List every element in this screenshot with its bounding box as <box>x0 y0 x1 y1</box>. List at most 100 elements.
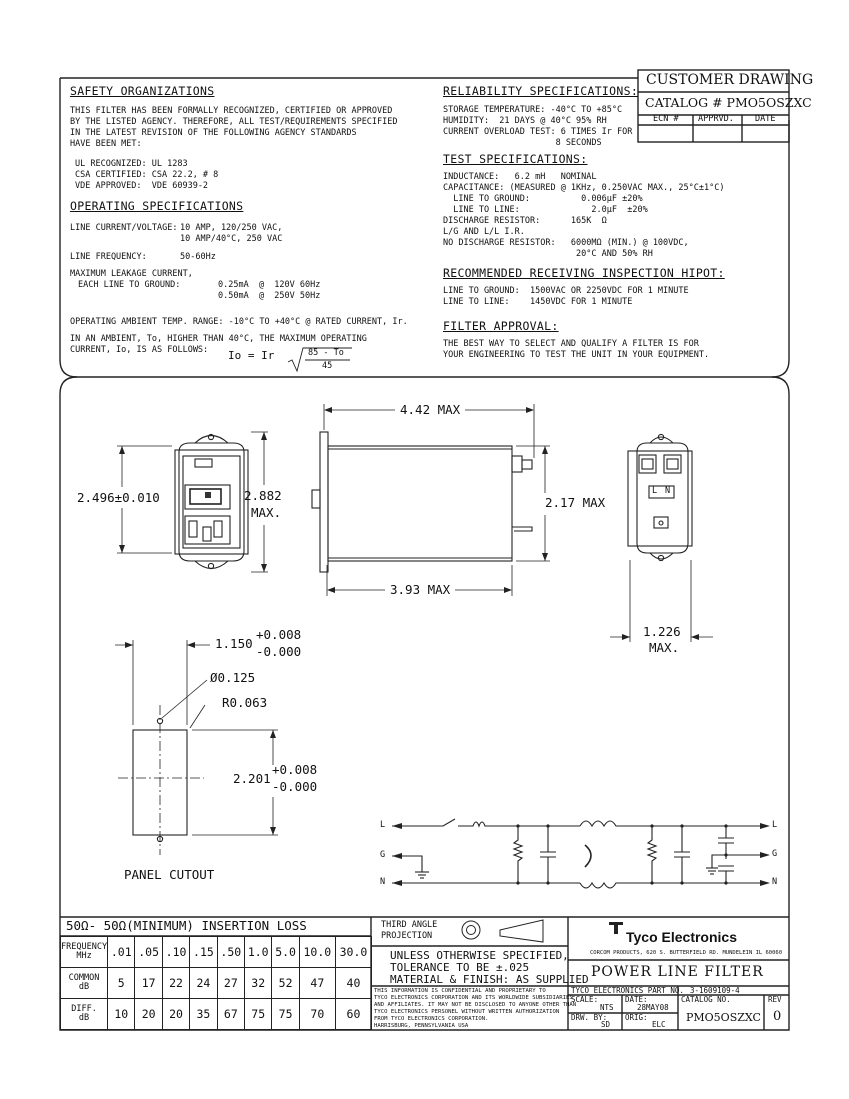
leakage-value-1: 0.25mA @ 120V 60Hz <box>218 280 321 290</box>
freq-cell: .05 <box>134 936 163 968</box>
test-line-6: L/G AND L/L I.R. <box>443 227 525 237</box>
apprvd-label: APPRVD. <box>698 114 734 124</box>
agency-csa: CSA CERTIFIED: CSA 22.2, # 8 <box>75 170 219 180</box>
drawn-by-value: SD <box>601 1020 611 1029</box>
freq-cell: .15 <box>189 936 218 968</box>
hipot-line-2: LINE TO LINE: 1450VDC FOR 1 MINUTE <box>443 297 633 307</box>
freq-cell: 1.0 <box>244 936 273 968</box>
test-line-5: DISCHARGE RESISTOR: 165K Ω <box>443 216 607 226</box>
front-view <box>174 433 249 570</box>
reliability-line-2: HUMIDITY: 21 DAYS @ 40°C 95% RH <box>443 116 607 126</box>
insertion-loss-title: 50Ω- 50Ω(MINIMUM) INSERTION LOSS <box>66 918 307 933</box>
reliability-heading: RELIABILITY SPECIFICATIONS: <box>443 84 639 98</box>
drawn-by-label: DRW. BY: <box>571 1013 608 1022</box>
schematic-n-out: N <box>772 877 778 887</box>
third-angle-symbol-icon <box>461 919 544 943</box>
dim-inner-height-max: MAX. <box>251 505 282 520</box>
catalog-field-label: CATALOG NO. <box>681 995 731 1004</box>
company-name: Tyco Electronics <box>626 929 738 945</box>
dim-cutout-height-tol-plus: +0.008 <box>272 762 318 777</box>
dim-front-height: 2.496±0.010 <box>77 490 160 505</box>
common-cell: 40 <box>334 967 373 999</box>
safety-text-1: THIS FILTER HAS BEEN FORMALLY RECOGNIZED… <box>70 106 393 116</box>
derate-text-2: CURRENT, Io, IS AS FOLLOWS: <box>70 345 209 355</box>
dim-cutout-height-tol-minus: -0.000 <box>272 779 318 794</box>
panel-cutout-label: PANEL CUTOUT <box>124 867 215 882</box>
product-name: POWER LINE FILTER <box>591 964 764 980</box>
leakage-label-2: EACH LINE TO GROUND: <box>78 280 181 290</box>
scale-value: NTS <box>600 1003 614 1012</box>
end-view <box>627 433 693 562</box>
schematic-g-out: G <box>772 849 778 859</box>
catalog-value: PMO5OSZXC <box>686 1011 761 1024</box>
date-label: DATE <box>755 114 776 124</box>
body-dims <box>323 404 550 596</box>
dim-cutout-width-tol-plus: +0.008 <box>256 627 302 642</box>
part-number: 3-1609109-4 <box>690 986 740 995</box>
dim-cutout-width-tol-minus: -0.000 <box>256 644 302 659</box>
end-view-n-label: N <box>665 486 671 496</box>
dim-cutout-width: 1.150 <box>215 636 253 651</box>
dim-side-width: 1.226 <box>643 624 681 639</box>
confidential-4: TYCO ELECTRONICS PERSONEL WITHOUT WRITTE… <box>374 1009 560 1015</box>
frequency-label: LINE FREQUENCY: <box>70 252 147 262</box>
diff-cell: 60 <box>334 998 373 1030</box>
test-heading: TEST SPECIFICATIONS: <box>443 152 588 166</box>
current-label: LINE CURRENT/VOLTAGE: <box>70 223 178 233</box>
diff-cell: 70 <box>298 998 336 1030</box>
dim-length-top: 4.42 MAX <box>400 402 461 417</box>
cutout-centerlines <box>118 705 204 855</box>
formula-numerator: 85 - To <box>308 348 344 358</box>
test-line-4: LINE TO LINE: 2.0µF ±20% <box>443 205 648 215</box>
freq-cell: .01 <box>107 936 136 968</box>
safety-text-4: HAVE BEEN MET: <box>70 139 142 149</box>
hipot-line-1: LINE TO GROUND: 1500VAC OR 2250VDC FOR 1… <box>443 286 689 296</box>
common-cell: 5 <box>107 967 136 999</box>
customer-drawing-title: CUSTOMER DRAWING <box>646 72 814 88</box>
common-cell: 32 <box>244 967 273 999</box>
dim-body-height: 2.17 MAX <box>545 495 606 510</box>
freq-cell: .50 <box>216 936 246 968</box>
third-angle-label-2: PROJECTION <box>381 931 433 941</box>
tolerance-note-2: TOLERANCE TO BE ±.025 <box>390 961 530 974</box>
schematic-l-out: L <box>772 820 778 830</box>
diff-cell: 75 <box>244 998 273 1030</box>
test-line-7: NO DISCHARGE RESISTOR: 6000MΩ (MIN.) @ 1… <box>443 238 689 248</box>
diff-cell: 20 <box>134 998 163 1030</box>
safety-text-3: IN THE LATEST REVISION OF THE FOLLOWING … <box>70 128 357 138</box>
scale-label: SCALE: <box>571 995 599 1004</box>
dim-length-bottom: 3.93 MAX <box>390 582 451 597</box>
ecn-label: ECN # <box>653 114 679 124</box>
dim-side-width-max: MAX. <box>649 640 680 655</box>
catalog-number-header: CATALOG # PMO5OSZXC <box>645 95 812 110</box>
current-value-2: 10 AMP/40°C, 250 VAC <box>180 234 283 244</box>
common-cell: 52 <box>271 967 300 999</box>
diff-cell: 35 <box>189 998 218 1030</box>
table-row: DIFF.dB 10 20 20 35 67 75 75 70 60 <box>59 998 373 1030</box>
schematic-g-in: G <box>380 850 386 860</box>
date-field-label: DATE: <box>625 995 648 1004</box>
safety-text-2: BY THE LISTED AGENCY. THEREFORE, ALL TES… <box>70 117 398 127</box>
freq-cell: 30.0 <box>334 936 373 968</box>
current-value-1: 10 AMP, 120/250 VAC, <box>180 223 283 233</box>
confidential-1: THIS INFORMATION IS CONFIDENTIAL AND PRO… <box>374 988 546 994</box>
safety-heading: SAFETY ORGANIZATIONS <box>70 84 215 98</box>
formula-denominator: 45 <box>322 361 333 371</box>
material-note: MATERIAL & FINISH: AS SUPPLIED <box>390 973 589 986</box>
test-line-1: INDUCTANCE: 6.2 mH NOMINAL <box>443 172 597 182</box>
dim-corner-radius: R0.063 <box>222 695 268 710</box>
diff-cell: 75 <box>271 998 300 1030</box>
confidential-2: TYCO ELECTRONICS CORPORATION AND ITS WOR… <box>374 995 573 1001</box>
dim-inner-height: 2.882 <box>244 488 282 503</box>
confidential-6: HARRISBURG, PENNSYLVANIA USA <box>374 1023 469 1029</box>
schematic-lines <box>392 818 760 889</box>
tyco-logo-icon <box>609 922 623 934</box>
reliability-line-3: CURRENT OVERLOAD TEST: 6 TIMES Ir FOR <box>443 127 633 137</box>
third-angle-label-1: THIRD ANGLE <box>381 920 438 930</box>
dim-hole-diameter: Ø0.125 <box>210 670 256 685</box>
agency-vde: VDE APPROVED: VDE 60939-2 <box>75 181 209 191</box>
common-cell: 27 <box>216 967 246 999</box>
body-side-view <box>311 431 533 573</box>
